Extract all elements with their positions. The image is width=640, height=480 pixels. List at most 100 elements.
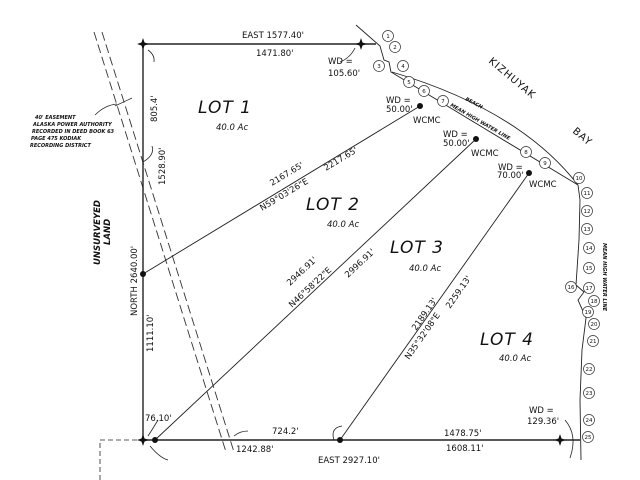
lot-1-area: 40.0 Ac	[216, 123, 248, 133]
lot-3-area: 40.0 Ac	[409, 264, 441, 274]
corner-point-icon	[152, 437, 158, 443]
wcmc-point-icon	[526, 170, 532, 176]
dim-north: EAST 1577.40'	[242, 31, 304, 41]
svg-text:WCMC: WCMC	[471, 149, 499, 159]
bay-name-1: KIZHUYAK	[486, 56, 537, 102]
beach-label: BEACH	[464, 96, 484, 111]
point-marker-2: 2	[389, 41, 401, 53]
easement-note: 40' EASEMENT ALASKA POWER AUTHORITY RECO…	[30, 115, 115, 149]
svg-text:20: 20	[591, 322, 598, 328]
svg-text:17: 17	[586, 286, 593, 292]
lot-4-area: 40.0 Ac	[499, 354, 531, 364]
unsurveyed-label: UNSURVEYED	[93, 200, 103, 265]
svg-text:ALASKA POWER AUTHORITY: ALASKA POWER AUTHORITY	[32, 122, 113, 128]
dim-s2: 1242.88'	[236, 445, 274, 455]
svg-text:70.00': 70.00'	[497, 171, 524, 181]
point-marker-21: 21	[587, 335, 599, 347]
dim-s3: 1478.75'	[444, 429, 482, 439]
point-marker-5: 5	[403, 76, 415, 88]
dim-north-sub: 1471.80'	[256, 49, 294, 59]
lot-2-label: LOT 2	[306, 195, 360, 215]
point-marker-22: 22	[583, 363, 595, 375]
svg-text:12: 12	[584, 209, 591, 215]
svg-text:WD =: WD =	[443, 130, 468, 140]
land-label: LAND	[103, 219, 113, 245]
monument-ne-icon	[355, 38, 367, 50]
dim-l2-bearing: N59°03'26"E	[258, 177, 310, 214]
lot-lines	[142, 105, 530, 441]
angle-arcs	[142, 47, 574, 461]
svg-text:23: 23	[586, 391, 593, 397]
dim-south-total: EAST 2927.10'	[318, 456, 380, 466]
svg-text:11: 11	[584, 191, 591, 197]
point-marker-12: 12	[581, 205, 593, 217]
svg-text:RECORDING DISTRICT: RECORDING DISTRICT	[30, 143, 91, 149]
svg-text:10: 10	[576, 176, 583, 182]
point-marker-10: 10	[573, 172, 585, 184]
dim-l2-length2: 2217.65'	[322, 146, 359, 174]
dim-w3: 1111.10'	[146, 315, 156, 353]
mhw-label-east: MEAN HIGH WATER LINE	[601, 243, 607, 312]
svg-text:7: 7	[441, 99, 445, 105]
svg-text:WD =: WD =	[386, 96, 411, 106]
svg-text:6: 6	[422, 89, 426, 95]
svg-text:19: 19	[585, 310, 592, 316]
dim-l3-length2: 2996.91'	[343, 247, 377, 280]
svg-text:14: 14	[586, 246, 593, 252]
svg-text:4: 4	[401, 64, 405, 70]
svg-text:PAGE 475 KODIAK: PAGE 475 KODIAK	[31, 136, 82, 142]
svg-text:129.36': 129.36'	[527, 417, 559, 427]
svg-text:RECORDED IN DEED BOOK 63: RECORDED IN DEED BOOK 63	[32, 129, 115, 135]
svg-text:40' EASEMENT: 40' EASEMENT	[35, 115, 76, 121]
svg-text:WD =: WD =	[529, 406, 554, 416]
witness-distances: WD =105.60' WD =50.00' WD =50.00' WD =70…	[328, 57, 559, 427]
dim-west-total: NORTH 2640.00'	[130, 246, 140, 316]
point-marker-6: 6	[418, 85, 430, 97]
point-marker-16: 16	[565, 281, 577, 293]
svg-text:WCMC: WCMC	[413, 116, 441, 126]
monument-se-icon	[554, 434, 566, 446]
svg-text:8: 8	[524, 150, 528, 156]
lot-4-label: LOT 4	[480, 330, 534, 350]
point-marker-24: 24	[583, 414, 595, 426]
monument-sw-icon	[137, 434, 149, 446]
svg-text:105.60': 105.60'	[328, 69, 360, 79]
point-marker-13: 13	[581, 223, 593, 235]
point-marker-8: 8	[520, 146, 532, 158]
svg-text:5: 5	[407, 80, 411, 86]
dim-sw: 76.10'	[145, 414, 172, 424]
wcmc-point-icon	[417, 103, 423, 109]
point-marker-17: 17	[583, 282, 595, 294]
lot-1-label: LOT 1	[198, 98, 252, 118]
svg-text:50.00': 50.00'	[443, 139, 470, 149]
svg-text:15: 15	[586, 266, 593, 272]
point-marker-25: 25	[582, 431, 594, 443]
dim-s1: 724.2'	[272, 427, 299, 437]
dim-s4: 1608.11'	[446, 444, 484, 454]
svg-text:25: 25	[585, 435, 592, 441]
svg-text:WCMC: WCMC	[529, 180, 557, 190]
dim-l4-length2: 2259.13'	[444, 274, 474, 310]
svg-text:2: 2	[393, 45, 397, 51]
monument-nw-icon	[137, 38, 149, 50]
adjoining-lot-boundary	[99, 439, 140, 480]
svg-text:1: 1	[386, 34, 390, 40]
svg-text:24: 24	[586, 418, 593, 424]
lot-2-area: 40.0 Ac	[327, 220, 359, 230]
dim-w2: 1528.90'	[158, 148, 168, 186]
property-boundary	[142, 43, 580, 441]
point-marker-1: 1	[382, 30, 394, 42]
svg-text:3: 3	[377, 64, 381, 70]
svg-text:16: 16	[568, 285, 575, 291]
wcmc-point-icon	[473, 136, 479, 142]
corner-point-icon	[337, 437, 343, 443]
svg-text:13: 13	[584, 227, 591, 233]
point-marker-15: 15	[583, 262, 595, 274]
monument-icons	[137, 38, 566, 446]
point-marker-4: 4	[397, 60, 409, 72]
point-marker-3: 3	[373, 60, 385, 72]
point-marker-14: 14	[583, 242, 595, 254]
point-marker-7: 7	[437, 95, 449, 107]
point-marker-19: 19	[582, 306, 594, 318]
